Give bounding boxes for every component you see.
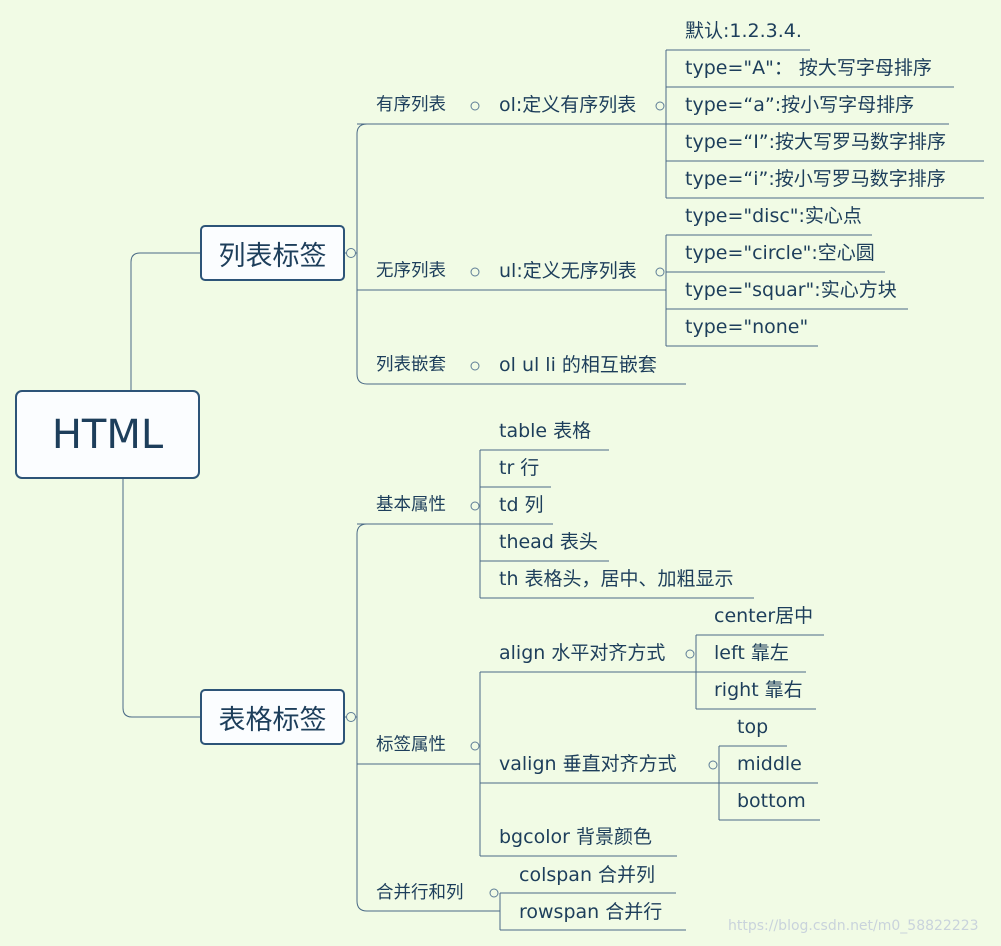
node-th[interactable]: th 表格头，居中、加粗显示	[499, 568, 734, 590]
branch-list-tags[interactable]: 列表标签	[200, 225, 345, 281]
collapse-toggle-icon[interactable]	[346, 248, 356, 258]
connector-list-bracket	[356, 123, 368, 385]
collapse-toggle-icon[interactable]	[708, 760, 718, 770]
node-ol-type-I[interactable]: type=“I”:按大写罗马数字排序	[685, 131, 947, 153]
node-ordered-list[interactable]: 有序列表	[376, 95, 446, 115]
collapse-toggle-icon[interactable]	[489, 888, 499, 898]
node-align[interactable]: align 水平对齐方式	[499, 642, 666, 664]
collapse-toggle-icon[interactable]	[470, 101, 480, 111]
node-ul-none[interactable]: type="none"	[685, 316, 809, 338]
node-valign-bottom[interactable]: bottom	[737, 790, 806, 812]
node-valign[interactable]: valign 垂直对齐方式	[499, 753, 677, 775]
root-label: HTML	[51, 411, 164, 458]
node-ol-type-A[interactable]: type="A"： 按大写字母排序	[685, 57, 932, 79]
node-ul[interactable]: ul:定义无序列表	[499, 260, 637, 282]
node-ol-default[interactable]: 默认:1.2.3.4.	[685, 20, 802, 42]
node-tag-attributes[interactable]: 标签属性	[376, 735, 446, 755]
node-list-nesting[interactable]: 列表嵌套	[376, 355, 446, 375]
collapse-toggle-icon[interactable]	[470, 361, 480, 371]
connector-root-to-list	[130, 252, 201, 390]
collapse-toggle-icon[interactable]	[655, 101, 665, 111]
node-rowspan[interactable]: rowspan 合并行	[519, 901, 663, 923]
node-ol[interactable]: ol:定义有序列表	[499, 94, 637, 116]
node-align-center[interactable]: center居中	[714, 605, 814, 627]
collapse-toggle-icon[interactable]	[685, 649, 695, 659]
node-table[interactable]: table 表格	[499, 420, 592, 442]
branch-table-tags[interactable]: 表格标签	[200, 689, 345, 745]
node-align-left[interactable]: left 靠左	[714, 642, 789, 664]
node-td[interactable]: td 列	[499, 494, 544, 516]
node-ol-type-a[interactable]: type=“a”:按小写字母排序	[685, 94, 915, 116]
root-node[interactable]: HTML	[15, 390, 200, 479]
collapse-toggle-icon[interactable]	[470, 267, 480, 277]
node-ul-disc[interactable]: type="disc":实心点	[685, 205, 862, 227]
node-merge-rows-cols[interactable]: 合并行和列	[376, 883, 464, 903]
collapse-toggle-icon[interactable]	[470, 741, 480, 751]
collapse-toggle-icon[interactable]	[346, 712, 356, 722]
collapse-toggle-icon[interactable]	[470, 501, 480, 511]
branch-label: 列表标签	[218, 240, 327, 272]
node-ul-square[interactable]: type="squar":实心方块	[685, 279, 897, 301]
node-tr[interactable]: tr 行	[499, 457, 540, 479]
node-basic-attributes[interactable]: 基本属性	[376, 495, 446, 515]
node-nesting-detail[interactable]: ol ul li 的相互嵌套	[499, 354, 657, 376]
collapse-toggle-icon[interactable]	[655, 267, 665, 277]
node-ol-type-i[interactable]: type=“i”:按小写罗马数字排序	[685, 168, 946, 190]
node-valign-middle[interactable]: middle	[737, 753, 802, 775]
connector-root-to-table	[122, 479, 201, 718]
node-align-right[interactable]: right 靠右	[714, 679, 803, 701]
branch-label: 表格标签	[218, 704, 327, 736]
node-colspan[interactable]: colspan 合并列	[519, 864, 656, 886]
node-bgcolor[interactable]: bgcolor 背景颜色	[499, 826, 652, 848]
connector-table-bracket	[356, 523, 368, 912]
node-unordered-list[interactable]: 无序列表	[376, 261, 446, 281]
node-ul-circle[interactable]: type="circle":空心圆	[685, 242, 875, 264]
node-thead[interactable]: thead 表头	[499, 531, 598, 553]
watermark: https://blog.csdn.net/m0_58822223	[728, 918, 979, 934]
node-valign-top[interactable]: top	[737, 716, 769, 738]
